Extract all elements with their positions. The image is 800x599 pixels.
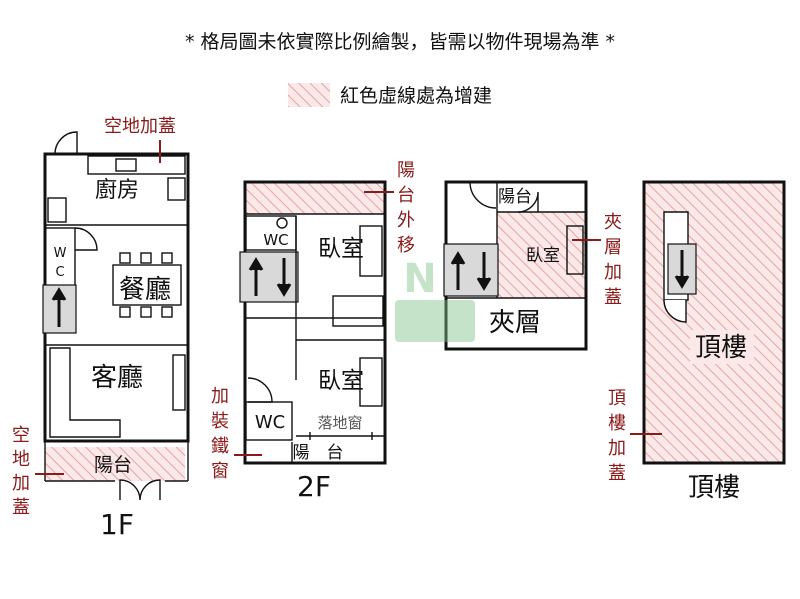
fridge-icon [47, 197, 67, 223]
door-arc-icon [469, 181, 497, 209]
dining-table [112, 264, 182, 306]
bed-top [359, 225, 383, 277]
room-wc-bottom: WC [255, 412, 285, 433]
sofa [49, 347, 121, 438]
room-living: 客廳 [91, 363, 143, 393]
annotation-iron-char-3: 鐵 [211, 436, 229, 457]
floor-rooftop-outline [642, 180, 786, 465]
room-bedroom-top: 臥室 [318, 236, 364, 262]
annotation-side-char-2: 地 [12, 449, 30, 470]
closet [332, 295, 384, 327]
wc-door-icon [247, 377, 273, 403]
annotation-iron-char-4: 窗 [211, 461, 229, 482]
room-balcony-1f: 陽台 [94, 454, 132, 476]
room-wc-w: W [54, 246, 67, 261]
annotation-mezz-char-3: 加 [604, 262, 622, 283]
floor-2f: WC 臥室 臥室 WC 落地窗 陽 台 2F 陽 台 外 移 加 裝 鐵 窗 [211, 160, 415, 503]
annotation-mezz-char-1: 夾 [604, 212, 622, 233]
annotation-roof-char-1: 頂 [608, 388, 626, 409]
annotation-side-char-4: 蓋 [12, 497, 30, 518]
stairs-up-arrow-icon [248, 257, 264, 296]
watermark-logo: N [395, 256, 475, 342]
room-bedroom-mezzanine: 臥室 [526, 246, 560, 266]
bed-mezzanine [566, 225, 584, 275]
annotation-side-char-1: 空 [12, 425, 30, 446]
floor-1f: 廚房 W C 餐廳 客廳 陽台 1F 空地加蓋 空 地 加 蓋 [12, 116, 190, 541]
stairs-down-arrow-icon [476, 252, 492, 291]
wc-door-icon [74, 227, 98, 251]
annotation-iron-char-2: 裝 [211, 411, 229, 432]
legend-label: 紅色虛線處為增建 [340, 85, 492, 107]
annotation-roof-char-4: 蓋 [608, 463, 626, 484]
wc-bottom-2f [245, 401, 293, 441]
legend-swatch [288, 83, 330, 107]
svg-text:N: N [403, 256, 436, 302]
stairs-up-arrow-icon [450, 251, 466, 290]
annotation-balcony-char-1: 陽 [397, 160, 415, 181]
balcony-door-icon [119, 479, 161, 501]
floor-label-rooftop: 頂樓 [688, 473, 740, 503]
stairs-up-arrow-icon [51, 287, 67, 327]
room-balcony-2f: 陽 台 [293, 443, 344, 463]
sink-icon [115, 158, 137, 172]
annotation-roof-char-2: 樓 [608, 413, 626, 434]
door-arc-icon [54, 131, 78, 155]
toilet-icon [276, 217, 288, 229]
kitchen-counter [87, 155, 186, 175]
disclaimer-note: * 格局圖未依實際比例繪製，皆需以物件現場為準 * [185, 31, 615, 53]
room-wc-c: C [55, 265, 64, 280]
room-balcony-mezzanine: 陽台 [498, 187, 532, 207]
stove-icon [167, 177, 186, 201]
stairs-down-arrow-icon [276, 258, 292, 297]
label-french-window: 落地窗 [317, 414, 362, 432]
floor-label-1f: 1F [100, 508, 134, 541]
balcony-moved-area [245, 182, 385, 214]
tv-cabinet [172, 354, 186, 411]
annotation-mezz-char-4: 蓋 [604, 287, 622, 308]
balcony-addition-1f [45, 447, 185, 481]
floor-rooftop: 頂樓 頂樓 頂 樓 加 蓋 [608, 180, 786, 503]
annotation-balcony-char-4: 移 [397, 235, 415, 256]
stairs-mezzanine [443, 243, 499, 297]
room-bedroom-bottom: 臥室 [318, 368, 364, 394]
annotation-open-space-top: 空地加蓋 [104, 116, 176, 137]
room-kitchen: 廚房 [95, 178, 139, 203]
floor-label-2f: 2F [297, 470, 331, 503]
annotation-balcony-char-3: 外 [397, 210, 415, 231]
annotation-balcony-char-2: 台 [397, 185, 415, 206]
annotation-roof-char-3: 加 [608, 438, 626, 459]
room-wc-top: WC [263, 231, 288, 249]
stairs-down-arrow-icon [674, 250, 690, 289]
floor-2f-outline [243, 180, 387, 465]
room-rooftop: 頂樓 [695, 333, 747, 363]
bed-bottom [359, 357, 383, 407]
stairs-2f [239, 251, 299, 303]
floor-mezzanine: 陽台 臥室 夾層 夾 層 加 蓋 [443, 180, 622, 351]
annotation-side-char-3: 加 [12, 473, 30, 494]
annotation-iron-char-1: 加 [211, 386, 229, 407]
room-dining: 餐廳 [119, 275, 171, 305]
mezzanine-label: 夾層 [489, 308, 541, 338]
annotation-mezz-char-2: 層 [604, 237, 622, 258]
